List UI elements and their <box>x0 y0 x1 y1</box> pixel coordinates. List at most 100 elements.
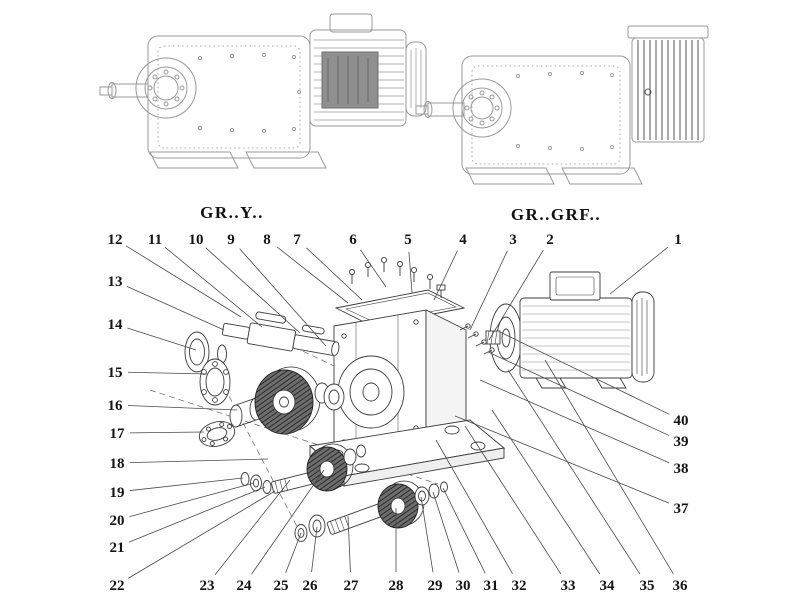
leader-line-8 <box>276 246 349 304</box>
motor-stator <box>321 51 379 109</box>
part-number-29: 29 <box>428 578 443 594</box>
exploded-view <box>149 256 655 542</box>
part-number-14: 14 <box>108 317 124 333</box>
leader-line-9 <box>239 248 327 347</box>
leader-line-4 <box>433 250 458 301</box>
shaft-key-1 <box>255 311 287 324</box>
housing-bolt-dots <box>197 52 302 134</box>
leader-line-19 <box>129 477 244 491</box>
model-label-right: GR..GRF.. <box>511 205 601 224</box>
coupling-dots <box>147 69 185 107</box>
leader-line-37 <box>454 415 670 504</box>
part-number-40: 40 <box>674 413 689 429</box>
part-number-9: 9 <box>227 232 235 248</box>
part-number-17: 17 <box>110 426 126 442</box>
leader-line-22 <box>127 490 276 579</box>
part-number-35: 35 <box>640 578 655 594</box>
ball-bearing-lower <box>198 421 236 447</box>
part-number-21: 21 <box>110 540 125 556</box>
leader-line-6 <box>360 249 387 288</box>
fan-cover <box>405 41 427 117</box>
part-number-5: 5 <box>404 232 412 248</box>
part-number-24: 24 <box>237 578 253 594</box>
leader-line-10 <box>205 247 301 334</box>
terminal-box <box>329 13 373 33</box>
part-number-7: 7 <box>293 232 301 248</box>
part-number-31: 31 <box>484 578 499 594</box>
part-number-32: 32 <box>512 578 527 594</box>
leader-line-11 <box>164 246 263 328</box>
leader-line-32 <box>435 439 513 574</box>
part-number-34: 34 <box>600 578 616 594</box>
part-number-13: 13 <box>108 274 123 290</box>
assembled-unit-gr-grf <box>415 25 709 185</box>
leader-line-18 <box>129 458 269 464</box>
part-number-15: 15 <box>108 365 123 381</box>
motor-terminal-box <box>549 271 601 301</box>
leader-line-7 <box>306 247 363 301</box>
leader-line-15 <box>127 371 208 375</box>
part-number-10: 10 <box>189 232 204 248</box>
motor-fan-cowl <box>631 291 655 383</box>
part-number-20: 20 <box>110 513 125 529</box>
part-number-2: 2 <box>546 232 554 248</box>
part-number-39: 39 <box>674 434 689 450</box>
intermediate-shaft-assembly <box>240 443 366 494</box>
leader-line-17 <box>129 431 205 434</box>
brake-cap <box>627 25 709 39</box>
output-stage-assembly <box>294 480 448 542</box>
part-number-22: 22 <box>110 578 125 594</box>
part-number-37: 37 <box>674 501 690 517</box>
shaft-key-2 <box>301 324 325 335</box>
motor <box>485 271 655 389</box>
leader-line-35 <box>507 369 641 575</box>
part-number-1: 1 <box>674 232 682 248</box>
leader-line-5 <box>408 251 413 294</box>
part-number-4: 4 <box>459 232 467 248</box>
large-gear <box>254 366 345 435</box>
leader-line-39 <box>487 351 670 436</box>
part-number-38: 38 <box>674 461 689 477</box>
leader-line-20 <box>129 482 255 517</box>
leader-line-13 <box>126 285 225 331</box>
leader-line-12 <box>125 245 242 318</box>
leader-line-33 <box>464 425 562 575</box>
leader-line-29 <box>420 496 434 573</box>
part-number-11: 11 <box>148 232 162 248</box>
leader-line-16 <box>127 405 238 411</box>
part-number-27: 27 <box>344 578 360 594</box>
gear-housing <box>308 289 506 487</box>
model-label-left: GR..Y.. <box>200 203 264 222</box>
leader-line-36 <box>544 359 674 575</box>
coupling-dots <box>464 90 500 126</box>
part-number-12: 12 <box>108 232 123 248</box>
part-number-36: 36 <box>673 578 689 594</box>
part-number-26: 26 <box>303 578 319 594</box>
output-shaft-assembly <box>221 311 340 357</box>
compact-motor-block <box>631 37 705 143</box>
leader-line-14 <box>127 327 197 351</box>
part-number-30: 30 <box>456 578 471 594</box>
part-number-33: 33 <box>561 578 576 594</box>
leader-line-31 <box>442 487 486 574</box>
leader-line-2 <box>488 249 544 341</box>
leader-line-24 <box>251 469 325 575</box>
part-number-19: 19 <box>110 485 125 501</box>
part-number-6: 6 <box>349 232 357 248</box>
leader-line-30 <box>432 491 460 573</box>
housing-bolt-dots <box>515 70 615 152</box>
part-number-18: 18 <box>110 456 125 472</box>
part-number-25: 25 <box>274 578 289 594</box>
leader-line-3 <box>469 250 508 331</box>
leader-line-25 <box>285 532 302 574</box>
part-number-16: 16 <box>108 398 124 414</box>
part-number-28: 28 <box>389 578 404 594</box>
seals-and-bearings <box>184 331 263 447</box>
part-number-3: 3 <box>509 232 517 248</box>
leader-line-21 <box>128 486 266 543</box>
leader-line-26 <box>311 526 318 573</box>
leader-line-23 <box>214 479 291 576</box>
